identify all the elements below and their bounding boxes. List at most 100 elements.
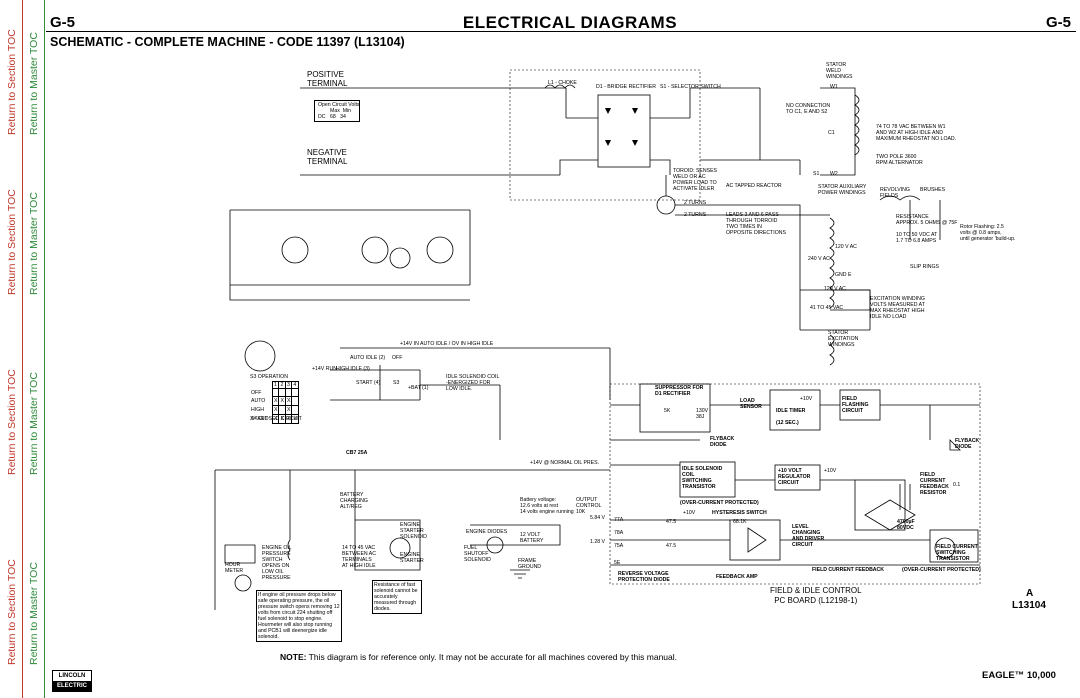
resistor-68k-label: 68.1K [733, 519, 747, 525]
choke-label: L1 - CHOKE [548, 80, 577, 86]
hour-meter-icon [234, 574, 252, 592]
idle-line-label: +14V IN AUTO IDLE / OV IN HIGH IDLE [400, 341, 494, 347]
gnd-e-label: GND E [835, 272, 852, 278]
pin-77a-label: 77A [614, 517, 624, 523]
receptacle-j3 [281, 236, 309, 264]
v10-a-label: +10V [800, 396, 813, 402]
hysteresis-switch-label: HYSTERESIS SWITCH [712, 510, 767, 516]
drawing-revision: A [1026, 588, 1034, 599]
v120-bottom-label: 120 V AC [824, 286, 846, 292]
schematic-subtitle: SCHEMATIC - COMPLETE MACHINE - CODE 1139… [50, 35, 405, 49]
engine-diodes-label: ENGINE DIODES [466, 529, 508, 535]
run-14v-label: +14V RUN [312, 366, 337, 372]
pc-board-outline [609, 383, 981, 585]
fast-solenoid-note: Resistance of fast solenoid cannot be ac… [372, 580, 422, 614]
w1-label: W1 [830, 84, 838, 90]
receptacle-120v-duplex [361, 236, 389, 264]
s3-operation-label: S3 OPERATION [250, 374, 288, 380]
cb7-label: CB7 25A [346, 450, 368, 456]
turns-2a-label: 2 TURNS [684, 200, 707, 206]
voltage-128-label: 1.28 V [590, 539, 605, 545]
drawing-code: L13104 [1012, 600, 1046, 611]
start-label: START (4) [356, 380, 381, 386]
bridge-rectifier [597, 94, 651, 168]
high-idle-label: HIGH IDLE (3) [336, 366, 370, 372]
pin-75a-label: 75A [614, 543, 624, 549]
ocv-row-dc: DC [318, 114, 326, 120]
bat-label: +BAT (1) [408, 385, 429, 391]
sidebar-divider-master [44, 0, 45, 698]
resistor-47b-label: 47.5 [666, 543, 677, 549]
model-label: EAGLE™ 10,000 [982, 670, 1056, 681]
normal-oil-label: +14V @ NORMAL OIL PRES. [530, 460, 600, 466]
logo-top-text: LINCOLN [58, 673, 86, 679]
sidebar-divider-section [22, 0, 23, 698]
ocv-min-value: 34 [340, 114, 346, 120]
engine-oil-note: If engine oil pressure drops below safe … [256, 590, 342, 642]
frame-ground-icon [510, 569, 530, 579]
off-label: OFF [392, 355, 403, 361]
auto-idle-label: AUTO IDLE (2) [350, 355, 386, 361]
varistor-38j-label: 38J [696, 414, 705, 420]
overcurrent-protected-2-label: (OVER-CURRENT PROTECTED) [902, 567, 981, 573]
s1-label: S1 [813, 171, 820, 177]
bridge-label: D1 - BRIDGE RECTIFIER [596, 84, 656, 90]
selector-label: S1 - SELECTOR SWITCH [660, 84, 721, 90]
overcurrent-protected-label: (OVER-CURRENT PROTECTED) [680, 500, 759, 506]
voltage-584-label: 5.84 V [590, 515, 605, 521]
v240-label: 240 V AC [808, 256, 830, 262]
ocv-col-max: Max [330, 108, 340, 114]
pin-78a-label: 78A [614, 530, 624, 536]
v41-45-label: 41 TO 45 VAC [810, 305, 844, 311]
v10-c-label: +10V [683, 510, 696, 516]
stator-weld-winding [854, 94, 860, 156]
fuel-solenoid-icon [486, 536, 504, 554]
logo-bottom-text: ELECTRIC [53, 681, 91, 691]
ac-tapped-reactor-label: AC TAPPED REACTOR [726, 183, 782, 189]
resistor-5k-label: 5K [664, 408, 671, 414]
switch-s3-icon [244, 340, 276, 372]
reference-note: NOTE: This diagram is for reference only… [280, 652, 677, 662]
s3-label: S3 [393, 380, 400, 386]
brushes-leads [909, 200, 941, 240]
note-text: This diagram is for reference only. It m… [308, 652, 678, 662]
resistor-01-label: 0.1 [953, 482, 961, 488]
resistor-47a-label: 47.5 [666, 519, 677, 525]
page-number-right: G-5 [1046, 14, 1072, 31]
ocv-col-min: Min [342, 108, 352, 114]
field-current-feedback-label: FIELD CURRENT FEEDBACK [812, 567, 885, 573]
varistor-130v-label: 130V [696, 408, 709, 414]
receptacle-240v [389, 247, 411, 269]
toroid-sensor [656, 195, 676, 215]
choke-coil [544, 84, 576, 89]
pin-5e-label: 5E [614, 560, 621, 566]
s3-operation-table: 1 2 3 4 OFF AUTO X X X HIGH X X START X … [251, 381, 299, 424]
slip-rings-label: SLIP RINGS [910, 264, 940, 270]
